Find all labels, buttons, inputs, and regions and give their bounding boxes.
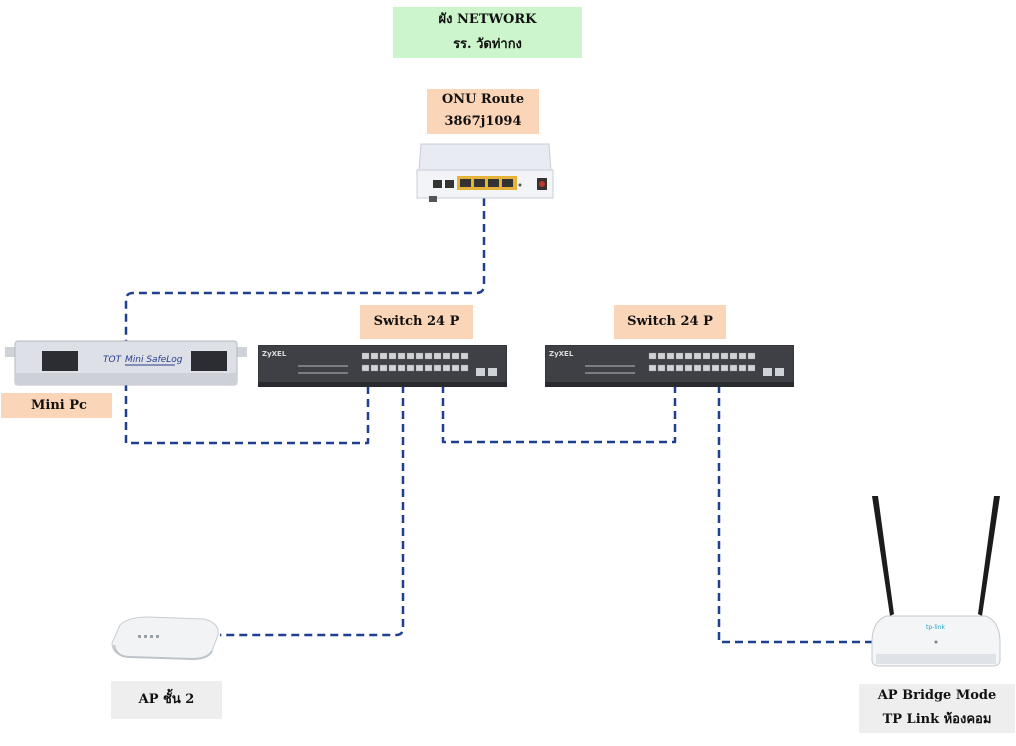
switch1-brand: ZyXEL (262, 350, 287, 358)
apbridge-label-line1: AP Bridge Mode (877, 688, 997, 703)
onu-router-icon (416, 143, 554, 202)
tp-link-router-icon: tp-link (871, 496, 1001, 667)
onu-label: ONU Route 3867j1094 (427, 89, 539, 134)
switch1-icon: ZyXEL (258, 345, 507, 387)
apbridge-label: AP Bridge Mode TP Link ห้องคอม (859, 684, 1015, 733)
switch1-label: Switch 24 P (360, 305, 473, 339)
diagram-title: ผัง NETWORK รร. วัดท่ากง (393, 7, 582, 58)
mini-pc-icon: TOT Mini SafeLog (5, 340, 247, 386)
svg-text:TOT: TOT (103, 355, 123, 365)
onu-label-line1: ONU Route (441, 92, 525, 107)
switch2-brand: ZyXEL (549, 350, 574, 358)
link-switch1-ap2 (220, 372, 405, 637)
link-minipc-switch1 (124, 372, 370, 445)
mini-pc-label: Mini Pc (1, 393, 112, 418)
link-switch1-switch2 (441, 372, 677, 444)
ap2-label: AP ชั้น 2 (111, 681, 222, 719)
access-point-icon (111, 616, 219, 661)
svg-text:tp-link: tp-link (926, 624, 945, 631)
switch2-icon: ZyXEL (545, 345, 794, 387)
link-switch2-apbridge (717, 372, 878, 644)
title-line2: รร. วัดท่ากง (453, 37, 522, 52)
onu-label-line2: 3867j1094 (444, 114, 522, 129)
apbridge-label-line2: TP Link ห้องคอม (882, 712, 992, 727)
switch2-label: Switch 24 P (614, 305, 726, 339)
mini-pc-brand: Mini SafeLog (125, 355, 183, 365)
title-line1: ผัง NETWORK (438, 12, 537, 27)
